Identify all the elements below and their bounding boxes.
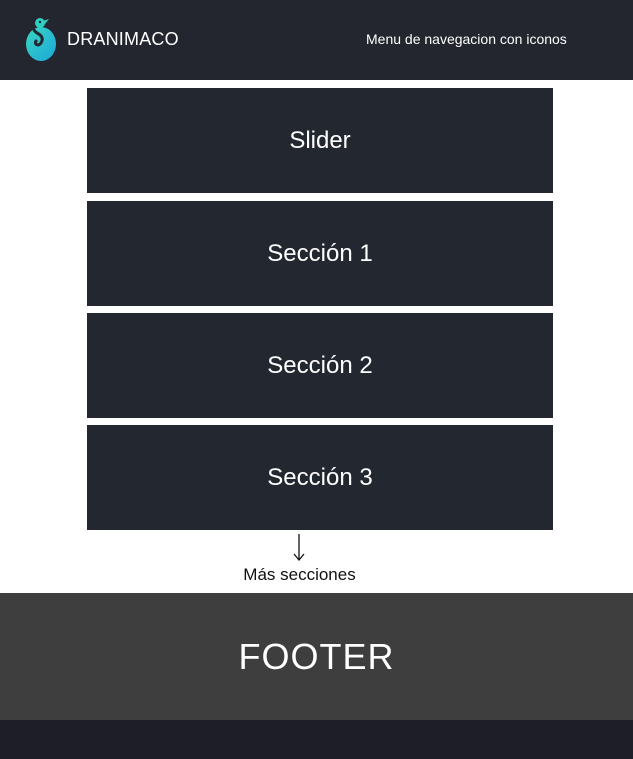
section-2-label: Sección 2 bbox=[267, 351, 373, 379]
slider-block: Slider bbox=[87, 88, 553, 193]
navigation-menu[interactable]: Menu de navegacion con iconos bbox=[366, 31, 567, 47]
section-3-label: Sección 3 bbox=[267, 463, 373, 491]
footer-label: FOOTER bbox=[238, 635, 395, 677]
section-2-block: Sección 2 bbox=[87, 313, 553, 418]
site-footer: FOOTER bbox=[0, 593, 633, 720]
seahorse-logo-icon[interactable] bbox=[24, 14, 58, 62]
slider-label: Slider bbox=[289, 126, 351, 154]
more-sections-label: Más secciones bbox=[243, 565, 356, 584]
section-1-label: Sección 1 bbox=[267, 239, 373, 267]
bottom-bar bbox=[0, 720, 633, 759]
brand-name[interactable]: DRANIMACO bbox=[67, 29, 179, 49]
section-1-block: Sección 1 bbox=[87, 201, 553, 306]
section-3-block: Sección 3 bbox=[87, 425, 553, 530]
site-header: DRANIMACO Menu de navegacion con iconos bbox=[0, 0, 633, 80]
arrow-down-icon bbox=[293, 534, 305, 562]
